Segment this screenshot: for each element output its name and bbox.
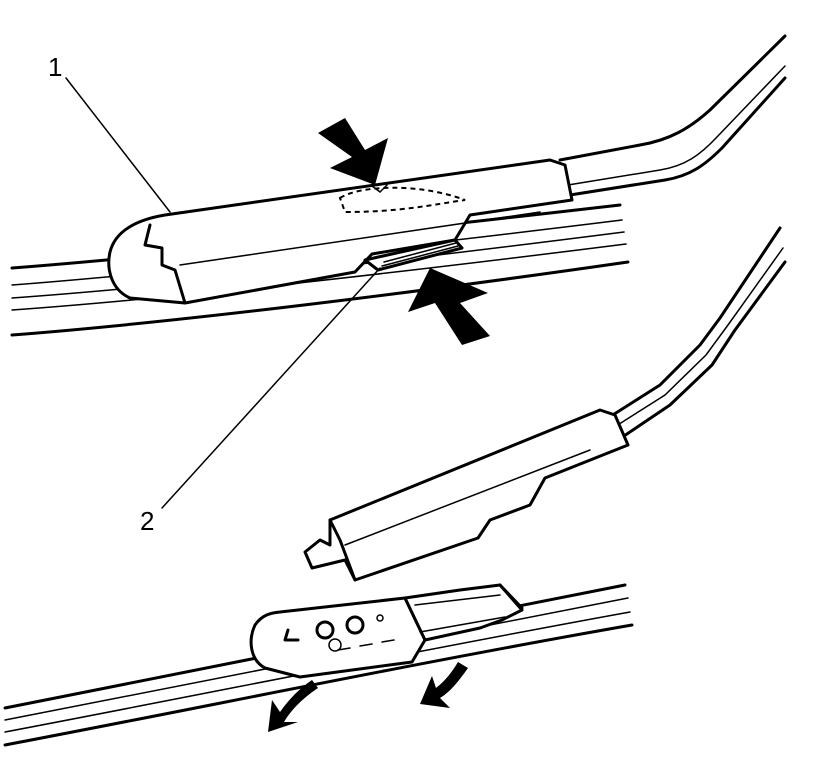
callout-1: 1: [48, 52, 171, 213]
up-arrow-icon: [408, 268, 490, 345]
callout-2: 2: [140, 267, 381, 536]
left-curved-arrow-icon: [268, 680, 318, 732]
detached-connector-cover: [303, 408, 630, 582]
upper-connector-cover: [107, 158, 574, 305]
squeeze-arrows: [318, 118, 490, 345]
right-curved-arrow-icon: [420, 662, 468, 708]
callout-2-label: 2: [140, 506, 154, 536]
callout-1-label: 1: [48, 52, 62, 82]
upper-wiper-arm: [558, 34, 787, 197]
exposed-blade-clip: [249, 583, 524, 679]
lower-wiper-arm: [606, 226, 787, 442]
release-arrows: [268, 662, 468, 732]
down-arrow-icon: [318, 118, 388, 185]
